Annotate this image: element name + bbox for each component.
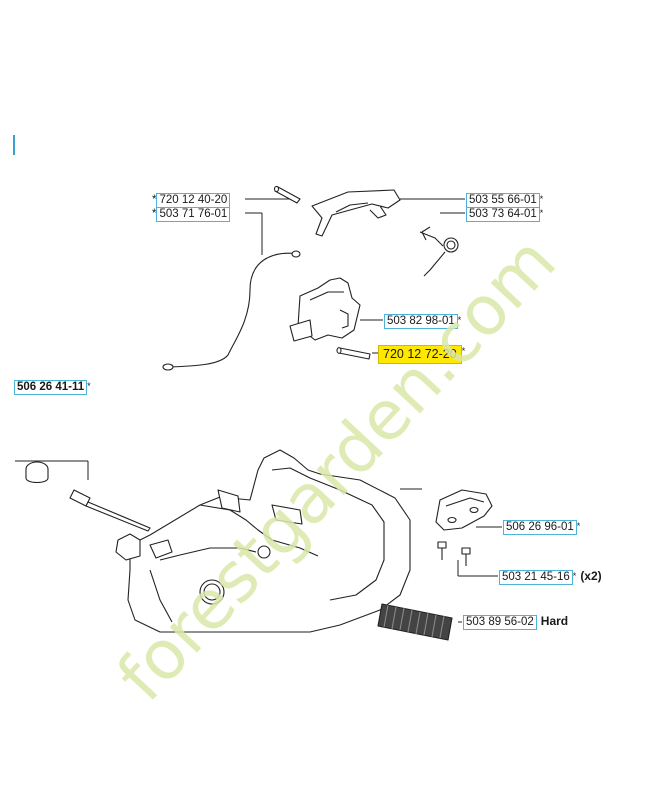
star-mark: *: [572, 571, 577, 581]
part-label-503-55-66-01: 503 55 66-01*: [466, 193, 543, 208]
part-number-link[interactable]: 503 73 64-01: [466, 207, 540, 222]
pin-part: [338, 347, 371, 360]
vibration-damper-plate: [435, 489, 493, 531]
part-number-link[interactable]: 506 26 96-01: [503, 520, 577, 535]
handle-slot: [271, 504, 303, 525]
screw-shaft: [85, 501, 151, 532]
part-number-link[interactable]: 503 89 56-02: [463, 615, 537, 630]
star-mark: *: [576, 521, 581, 531]
trigger-lever-tab: [369, 205, 387, 219]
star-mark: *: [539, 194, 544, 204]
handle-slot: [217, 489, 241, 513]
star-mark: *: [152, 194, 157, 206]
part-label-720-12-40-20: *720 12 40-20: [152, 193, 231, 208]
handle-mount: [115, 533, 141, 561]
pin-end: [336, 347, 342, 354]
star-mark: *: [87, 381, 91, 391]
part-label-503-73-64-01: 503 73 64-01*: [466, 207, 543, 222]
throttle-lock-edge: [309, 291, 344, 301]
star-mark: *: [461, 346, 466, 356]
screw-head: [461, 547, 471, 555]
star-mark: *: [539, 208, 544, 218]
rubber-buffer: [377, 603, 453, 641]
rubber-plug-body: [25, 469, 49, 484]
handle-hole-inner: [203, 583, 221, 601]
handle-mount: [149, 539, 173, 559]
part-label-503-71-76-01: *503 71 76-01: [152, 207, 231, 222]
part-number-link-highlighted[interactable]: 720 12 72-20: [378, 345, 462, 364]
part-number-link[interactable]: 503 82 98-01: [384, 314, 458, 329]
handle-ridge: [159, 547, 257, 561]
plate-edge: [445, 497, 485, 507]
page-edge-mark: [13, 135, 15, 155]
star-mark: *: [457, 315, 462, 325]
part-label-503-82-98-01: 503 82 98-01*: [384, 314, 461, 329]
throttle-lock-base: [289, 319, 313, 342]
part-number-link[interactable]: 503 71 76-01: [156, 207, 231, 222]
star-mark: *: [152, 208, 157, 220]
throttle-cable: [169, 252, 301, 368]
part-number-link[interactable]: 720 12 40-20: [156, 193, 231, 208]
plate-hole: [469, 506, 479, 514]
part-label-506-26-41-11: 506 26 41-11*: [14, 380, 91, 395]
cable-end: [162, 363, 174, 371]
part-number-link[interactable]: 503 55 66-01: [466, 193, 540, 208]
spring-coil-inner: [446, 240, 456, 250]
pin-end: [273, 185, 280, 193]
rear-handle: [127, 449, 411, 633]
spring-coil: [443, 237, 459, 253]
part-label-506-26-96-01: 506 26 96-01*: [503, 520, 580, 535]
part-label-503-21-45-16: 503 21 45-16*(x2): [499, 570, 602, 585]
spring-arm: [423, 251, 446, 277]
handle-ridge: [149, 569, 173, 623]
handle-inner-edge: [271, 467, 385, 601]
screw-head: [437, 541, 447, 549]
throttle-lock-detail: [339, 309, 349, 329]
hardness-note: Hard: [540, 614, 569, 628]
plate-hole: [447, 516, 457, 524]
spring-seat: [257, 545, 271, 559]
cable-end: [291, 250, 301, 258]
quantity-note: (x2): [580, 569, 602, 583]
trigger-lever: [311, 189, 401, 237]
spring-hook: [421, 226, 431, 241]
part-number-link[interactable]: 503 21 45-16: [499, 570, 573, 585]
part-number-link[interactable]: 506 26 41-11: [14, 380, 88, 395]
part-label-720-12-72-20: 720 12 72-20*: [378, 345, 465, 364]
trigger-lever-edge: [335, 202, 369, 213]
spring-arm: [419, 231, 444, 247]
